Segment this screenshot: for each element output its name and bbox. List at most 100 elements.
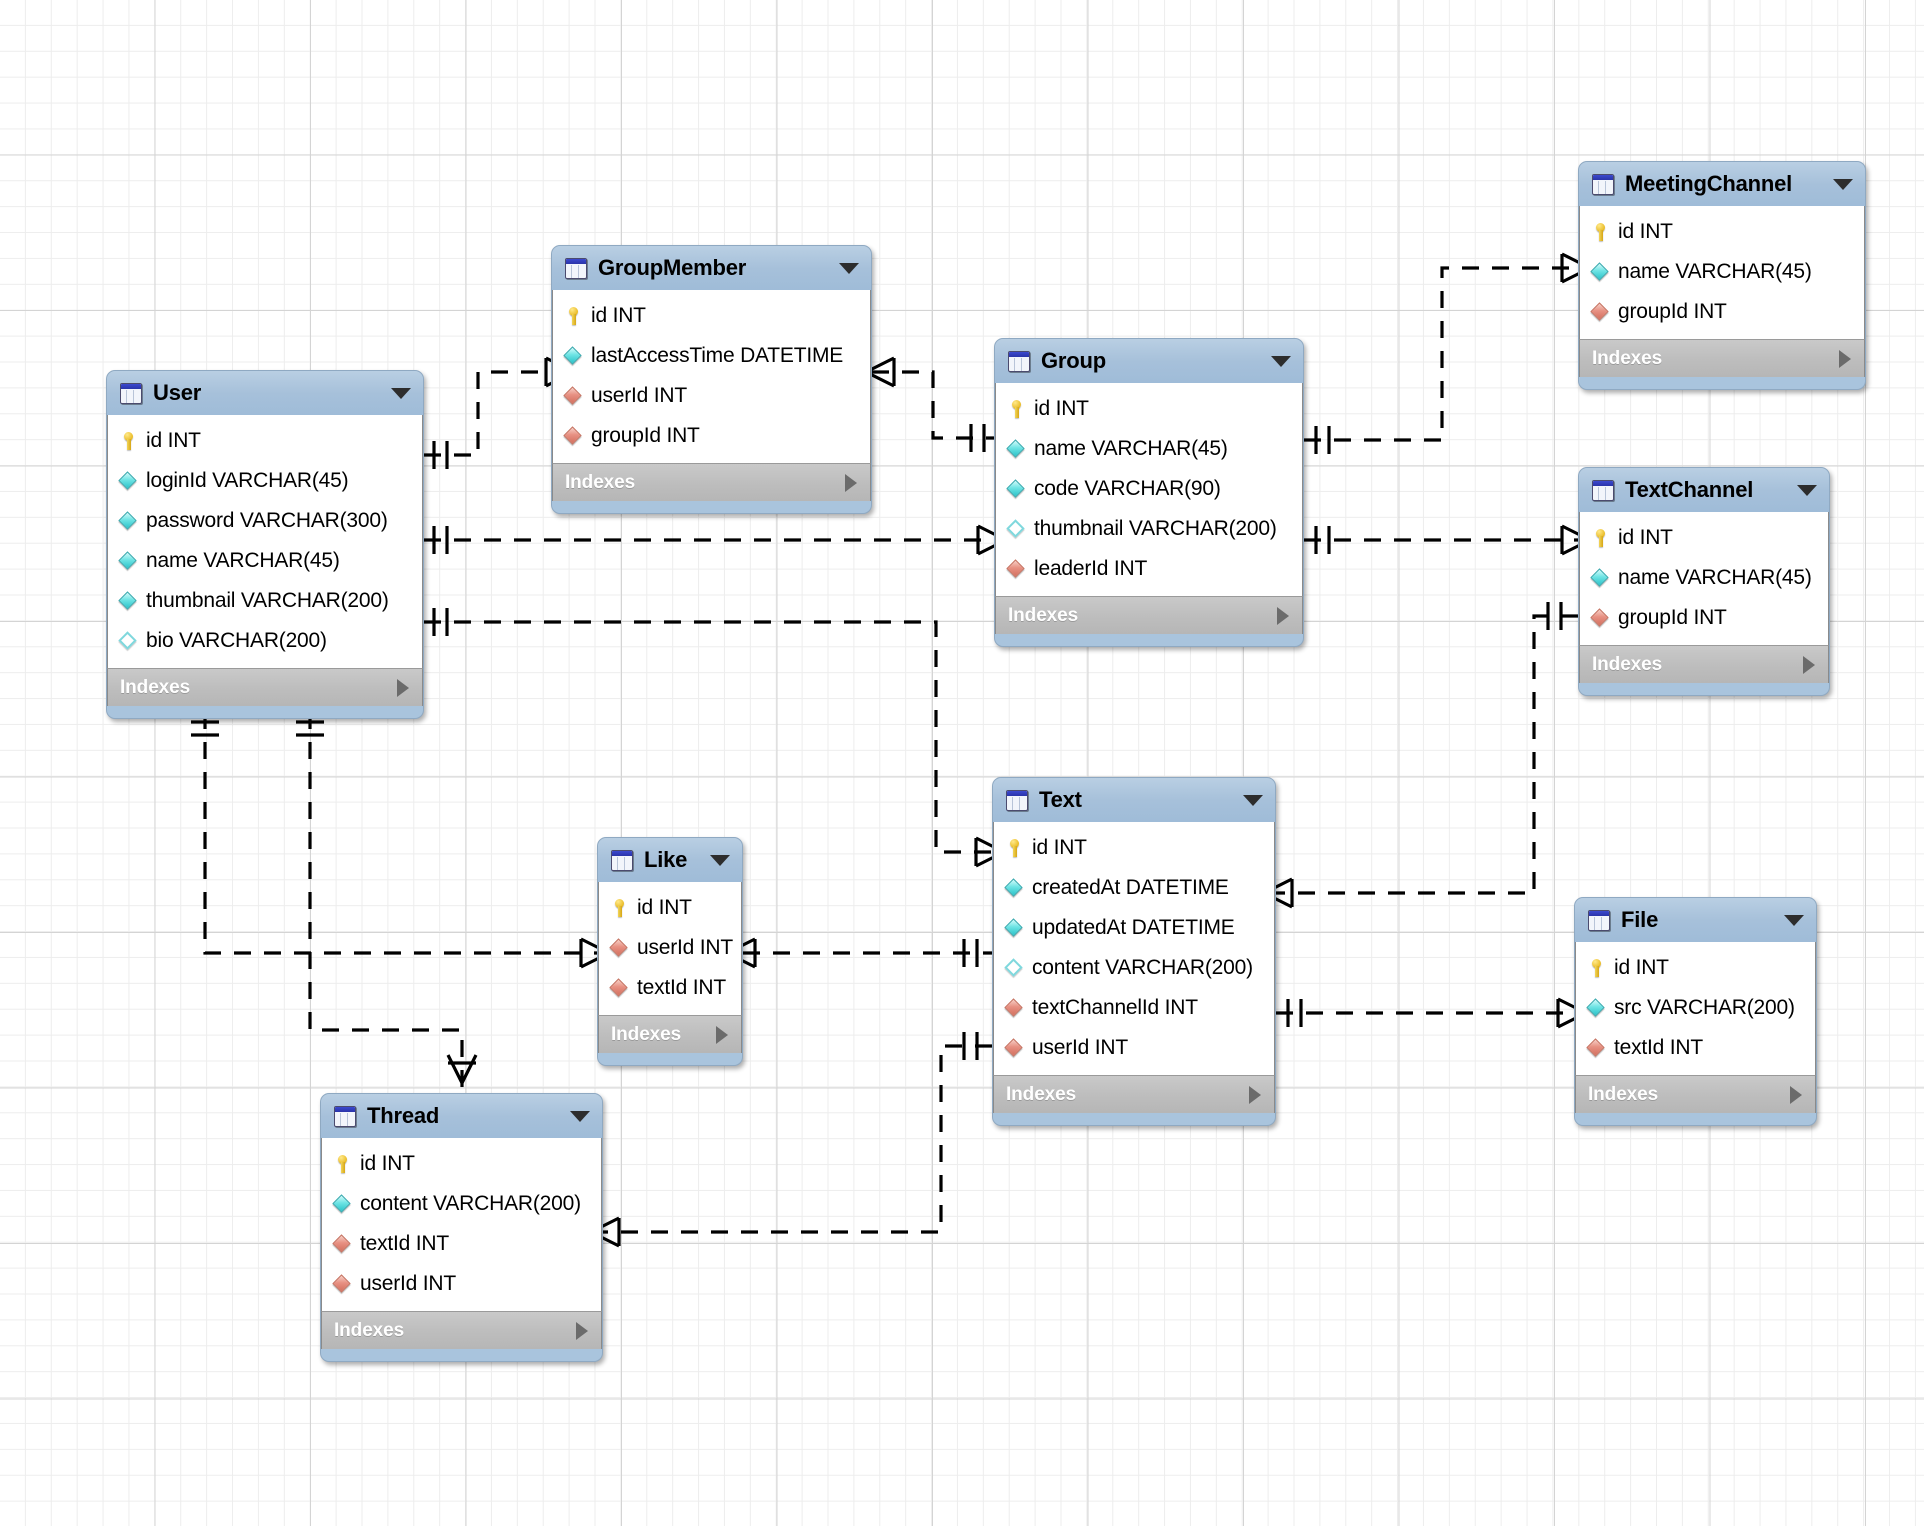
table-card-thread[interactable]: Thread id INT content VARCHAR(200) textI… <box>320 1093 603 1362</box>
column-row[interactable]: userId INT <box>322 1264 601 1304</box>
column-row[interactable]: updatedAt DATETIME <box>994 908 1274 948</box>
column-row[interactable]: id INT <box>553 296 870 336</box>
column-row[interactable]: userId INT <box>994 1028 1274 1068</box>
column-row[interactable]: groupId INT <box>553 416 870 456</box>
diamond-red-icon <box>610 979 628 997</box>
table-columns-textchannel: id INT name VARCHAR(45) groupId INT <box>1579 512 1829 645</box>
column-row[interactable]: textId INT <box>322 1224 601 1264</box>
table-card-group[interactable]: Group id INT name VARCHAR(45) code VARCH… <box>994 338 1304 647</box>
indexes-bar[interactable]: Indexes <box>1575 1075 1816 1113</box>
column-row[interactable]: content VARCHAR(200) <box>322 1184 601 1224</box>
relationship-user-group-leader <box>424 524 1007 556</box>
chevron-down-icon[interactable] <box>710 854 730 866</box>
column-row[interactable]: code VARCHAR(90) <box>996 469 1302 509</box>
table-card-groupmember[interactable]: GroupMember id INT lastAccessTime DATETI… <box>551 245 872 514</box>
table-header-text[interactable]: Text <box>993 778 1275 822</box>
chevron-down-icon[interactable] <box>1797 484 1817 496</box>
column-row[interactable]: id INT <box>599 888 741 928</box>
indexes-bar[interactable]: Indexes <box>321 1311 602 1349</box>
chevron-right-icon[interactable] <box>1249 1085 1261 1104</box>
indexes-bar[interactable]: Indexes <box>107 668 423 706</box>
column-row[interactable]: id INT <box>994 828 1274 868</box>
diamond-icon <box>1591 569 1609 587</box>
table-header-group[interactable]: Group <box>995 339 1303 383</box>
table-columns-group: id INT name VARCHAR(45) code VARCHAR(90)… <box>995 383 1303 596</box>
table-card-user[interactable]: User id INT loginId VARCHAR(45) password… <box>106 370 424 719</box>
chevron-right-icon[interactable] <box>716 1025 728 1044</box>
column-row[interactable]: textChannelId INT <box>994 988 1274 1028</box>
key-icon <box>1587 959 1605 977</box>
column-row[interactable]: name VARCHAR(45) <box>1580 252 1864 292</box>
column-row[interactable]: textId INT <box>1576 1028 1815 1068</box>
chevron-right-icon[interactable] <box>845 473 857 492</box>
chevron-down-icon[interactable] <box>1833 178 1853 190</box>
indexes-bar[interactable]: Indexes <box>552 463 871 501</box>
column-row[interactable]: password VARCHAR(300) <box>108 501 422 541</box>
column-row[interactable]: thumbnail VARCHAR(200) <box>108 581 422 621</box>
indexes-bar[interactable]: Indexes <box>1579 339 1865 377</box>
column-row[interactable]: leaderId INT <box>996 549 1302 589</box>
chevron-down-icon[interactable] <box>391 387 411 399</box>
column-row[interactable]: name VARCHAR(45) <box>1580 558 1828 598</box>
column-row[interactable]: textId INT <box>599 968 741 1008</box>
chevron-down-icon[interactable] <box>570 1110 590 1122</box>
diamond-icon <box>119 592 137 610</box>
chevron-down-icon[interactable] <box>839 262 859 274</box>
column-label: id INT <box>1034 397 1089 420</box>
chevron-down-icon[interactable] <box>1243 794 1263 806</box>
column-row[interactable]: id INT <box>996 389 1302 429</box>
chevron-down-icon[interactable] <box>1784 914 1804 926</box>
column-label: leaderId INT <box>1034 557 1148 580</box>
table-card-textchannel[interactable]: TextChannel id INT name VARCHAR(45) grou… <box>1578 467 1830 696</box>
table-card-meetingchannel[interactable]: MeetingChannel id INT name VARCHAR(45) g… <box>1578 161 1866 390</box>
table-card-like[interactable]: Like id INT userId INT textId INT Indexe… <box>597 837 743 1066</box>
column-row[interactable]: lastAccessTime DATETIME <box>553 336 870 376</box>
column-row[interactable]: id INT <box>1580 212 1864 252</box>
column-row[interactable]: name VARCHAR(45) <box>108 541 422 581</box>
chevron-right-icon[interactable] <box>576 1321 588 1340</box>
column-row[interactable]: thumbnail VARCHAR(200) <box>996 509 1302 549</box>
column-row[interactable]: groupId INT <box>1580 598 1828 638</box>
column-row[interactable]: createdAt DATETIME <box>994 868 1274 908</box>
table-header-thread[interactable]: Thread <box>321 1094 602 1138</box>
table-header-groupmember[interactable]: GroupMember <box>552 246 871 290</box>
table-header-like[interactable]: Like <box>598 838 742 882</box>
diamond-red-icon <box>1591 609 1609 627</box>
table-header-user[interactable]: User <box>107 371 423 415</box>
column-row[interactable]: groupId INT <box>1580 292 1864 332</box>
column-row[interactable]: userId INT <box>599 928 741 968</box>
column-row[interactable]: name VARCHAR(45) <box>996 429 1302 469</box>
indexes-bar[interactable]: Indexes <box>995 596 1303 634</box>
column-row[interactable]: userId INT <box>553 376 870 416</box>
column-row[interactable]: id INT <box>1576 948 1815 988</box>
chevron-down-icon[interactable] <box>1271 355 1291 367</box>
column-row[interactable]: id INT <box>322 1144 601 1184</box>
column-row[interactable]: src VARCHAR(200) <box>1576 988 1815 1028</box>
table-header-textchannel[interactable]: TextChannel <box>1579 468 1829 512</box>
table-columns-file: id INT src VARCHAR(200) textId INT <box>1575 942 1816 1075</box>
indexes-bar[interactable]: Indexes <box>1579 645 1829 683</box>
indexes-bar[interactable]: Indexes <box>598 1015 742 1053</box>
diamond-icon <box>1591 263 1609 281</box>
column-label: id INT <box>1618 526 1673 549</box>
table-card-file[interactable]: File id INT src VARCHAR(200) textId INT … <box>1574 897 1817 1126</box>
column-label: userId INT <box>591 384 688 407</box>
column-row[interactable]: id INT <box>108 421 422 461</box>
chevron-right-icon[interactable] <box>1839 349 1851 368</box>
chevron-right-icon[interactable] <box>1790 1085 1802 1104</box>
column-row[interactable]: loginId VARCHAR(45) <box>108 461 422 501</box>
chevron-right-icon[interactable] <box>1803 655 1815 674</box>
column-label: textId INT <box>1614 1036 1704 1059</box>
table-header-file[interactable]: File <box>1575 898 1816 942</box>
indexes-bar[interactable]: Indexes <box>993 1075 1275 1113</box>
diamond-red-icon <box>333 1275 351 1293</box>
chevron-right-icon[interactable] <box>397 678 409 697</box>
chevron-right-icon[interactable] <box>1277 606 1289 625</box>
column-row[interactable]: content VARCHAR(200) <box>994 948 1274 988</box>
column-row[interactable]: id INT <box>1580 518 1828 558</box>
table-header-meetingchannel[interactable]: MeetingChannel <box>1579 162 1865 206</box>
table-card-text[interactable]: Text id INT createdAt DATETIME updatedAt… <box>992 777 1276 1126</box>
column-row[interactable]: bio VARCHAR(200) <box>108 621 422 661</box>
relationship-like-text <box>726 937 992 969</box>
